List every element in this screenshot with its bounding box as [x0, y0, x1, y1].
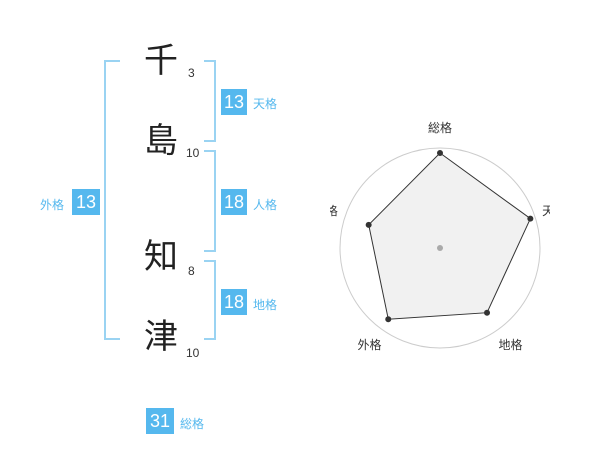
radar-axis-label-1: 天格 — [542, 203, 550, 218]
jinkaku-value: 18 — [221, 189, 247, 215]
radar-point-0 — [437, 150, 443, 156]
radar-axis-label-0: 総格 — [428, 120, 452, 135]
stroke-count-2: 10 — [186, 146, 200, 160]
tenkaku-label: 天格 — [253, 97, 278, 111]
name-char-1: 千 — [144, 41, 178, 81]
gaikaku-value: 13 — [72, 189, 100, 215]
stroke-count-4: 10 — [186, 346, 200, 360]
radar-axis-label-4: 人格 — [330, 203, 338, 218]
jinkaku-label: 人格 — [253, 198, 278, 212]
soukaku-value: 31 — [146, 408, 174, 434]
name-char-3: 知 — [144, 237, 178, 277]
chikaku-bracket — [204, 260, 216, 340]
stroke-count-1: 3 — [188, 66, 195, 80]
radar-axis-label-3: 外格 — [357, 337, 381, 352]
tenkaku-bracket — [204, 60, 216, 142]
radar-axis-label-2: 地格 — [498, 337, 522, 352]
radar-point-2 — [484, 309, 491, 316]
gaikaku-bracket — [104, 60, 120, 340]
radar-chart: 総格天格地格 外格 人格 — [330, 120, 550, 352]
chikaku-label: 地格 — [253, 298, 278, 312]
name-char-2: 島 — [144, 121, 178, 161]
radar-center-dot — [437, 245, 443, 251]
radar-point-1 — [527, 215, 534, 222]
jinkaku-bracket — [204, 150, 216, 252]
radar-point-3 — [385, 316, 392, 323]
stroke-count-3: 8 — [188, 264, 195, 278]
radar-series-polygon — [368, 152, 532, 320]
name-char-4: 津 — [144, 317, 178, 357]
chikaku-value: 18 — [221, 289, 247, 315]
radar-point-4 — [365, 221, 372, 228]
gaikaku-label: 外格 — [40, 198, 65, 212]
soukaku-label: 総格 — [180, 417, 205, 431]
tenkaku-value: 13 — [221, 89, 247, 115]
